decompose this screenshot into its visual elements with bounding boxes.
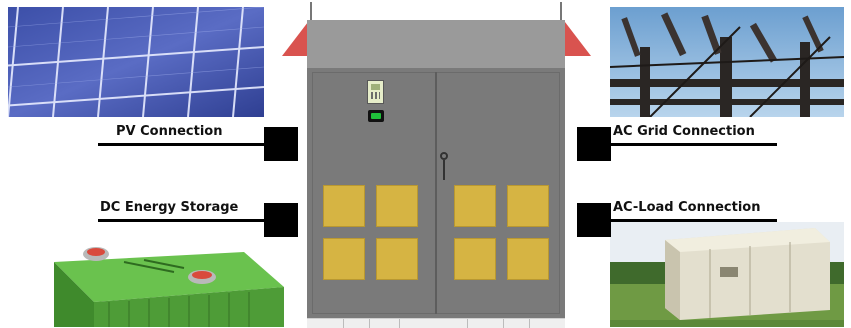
generator-photo — [610, 222, 844, 327]
vent-panel — [376, 238, 418, 280]
cabinet-roof-right — [565, 22, 591, 56]
substation-photo — [610, 7, 844, 117]
status-indicator — [368, 110, 384, 122]
vent-panel — [507, 185, 549, 227]
vent-panel — [376, 185, 418, 227]
pv-connection-port[interactable] — [264, 127, 298, 161]
cabinet-door-divider — [435, 72, 437, 314]
ac-load-line — [611, 219, 777, 222]
ac-grid-line — [611, 143, 777, 146]
control-display[interactable] — [367, 80, 384, 104]
vent-panel — [323, 238, 365, 280]
dc-storage-port[interactable] — [264, 203, 298, 237]
pv-connection-label: PV Connection — [116, 124, 222, 139]
cabinet-roof-left — [282, 22, 308, 56]
door-handle-icon[interactable] — [440, 152, 448, 160]
ac-load-port[interactable] — [577, 203, 611, 237]
door-handle-stem — [443, 160, 445, 180]
solar-panel-photo — [8, 7, 264, 117]
dc-storage-line — [98, 219, 264, 222]
battery-photo — [34, 232, 284, 327]
vent-panel — [454, 238, 496, 280]
roof-antenna-left — [310, 2, 312, 22]
ac-load-label: AC-Load Connection — [613, 200, 760, 215]
dc-storage-label: DC Energy Storage — [100, 200, 238, 215]
ac-grid-label: AC Grid Connection — [613, 124, 755, 139]
vent-panel — [454, 185, 496, 227]
vent-panel — [323, 185, 365, 227]
vent-panel — [507, 238, 549, 280]
roof-antenna-right — [560, 2, 562, 22]
pv-connection-line — [98, 143, 264, 146]
cabinet-top — [307, 20, 565, 68]
ac-grid-port[interactable] — [577, 127, 611, 161]
